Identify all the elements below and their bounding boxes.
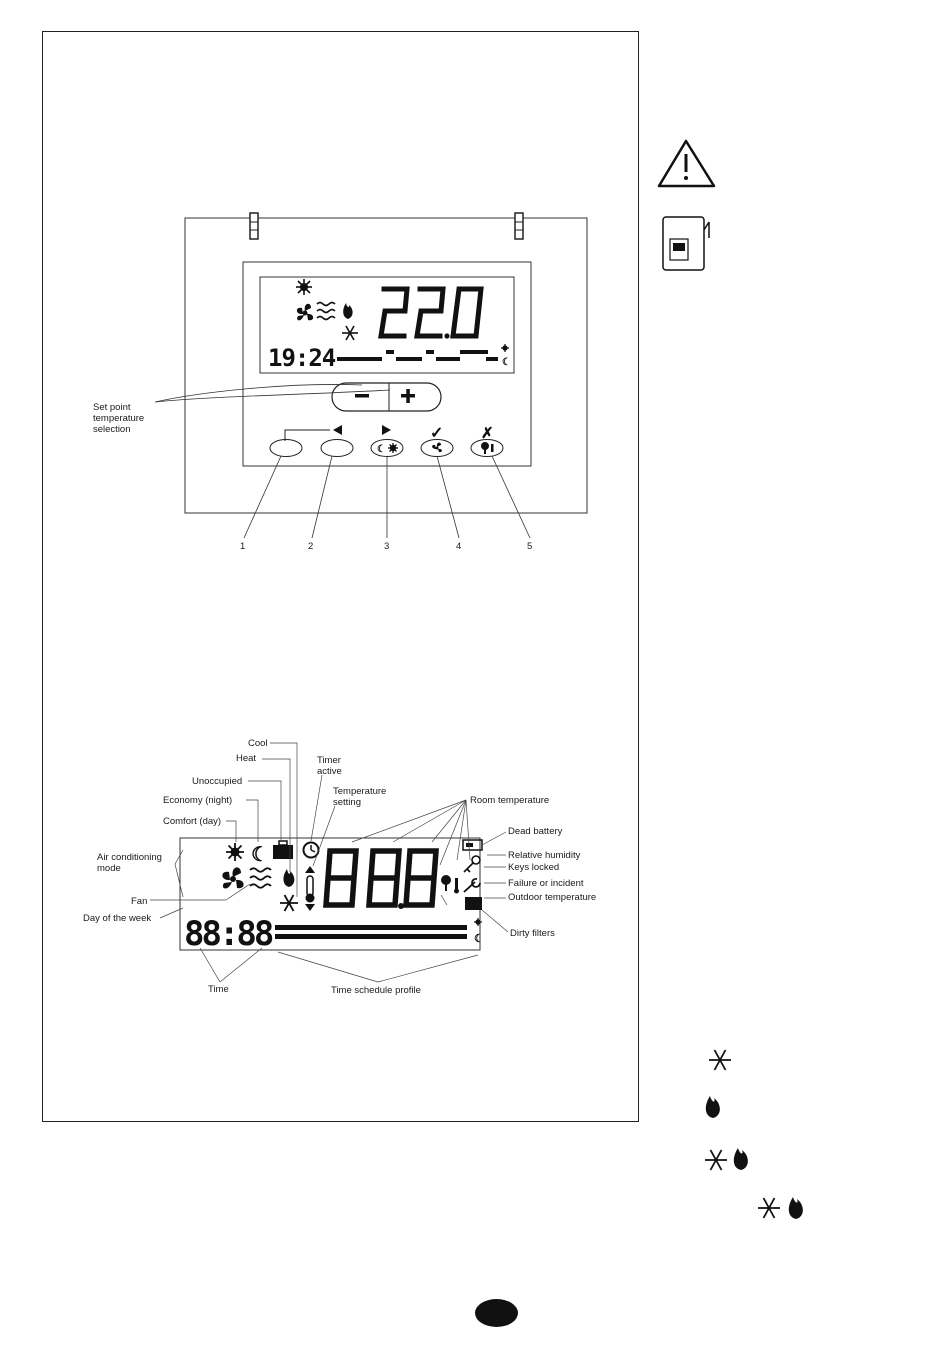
power-adapter-icon (662, 216, 710, 271)
moon-icon: ☾ (377, 444, 386, 455)
button-number-1: 1 (240, 541, 246, 552)
button-number-2: 2 (308, 541, 314, 552)
legend-schedule-profile: Time schedule profile (331, 985, 421, 996)
manual-frame (42, 31, 639, 1122)
page-number-badge (475, 1299, 518, 1327)
legend-unoccupied: Unoccupied (192, 776, 243, 787)
temperature-digits (378, 286, 484, 339)
cross-icon: ✗ (481, 425, 494, 442)
fan-icon (222, 867, 244, 889)
snowflake-icon (342, 325, 358, 341)
up-arrow-icon (305, 866, 315, 873)
dirty-filter-icon (465, 897, 482, 910)
schedule-bar (337, 350, 498, 361)
button-1[interactable] (269, 439, 303, 457)
unoccupied-suitcase-icon (273, 840, 293, 859)
thermostat-lcd (259, 276, 515, 374)
sun-small-icon (474, 918, 482, 926)
heat-flame-icon (283, 869, 295, 887)
button-number-5: 5 (527, 541, 533, 552)
warning-icon (657, 139, 716, 188)
mount-clip-right (514, 212, 524, 240)
legend-time-digits: 88:88 (184, 914, 273, 954)
legend-heat: Heat (236, 753, 257, 764)
flame-icon (343, 303, 353, 319)
plus-button[interactable] (401, 389, 415, 403)
legend-timer: Timer active (317, 755, 342, 777)
left-arrow-icon (333, 425, 342, 435)
fan-icon (296, 303, 314, 321)
outdoor-tree-icon (441, 875, 459, 894)
legend-time: Time (208, 984, 229, 995)
snowflake-icon (709, 1049, 731, 1071)
legend-room-temperature: Room temperature (470, 795, 550, 806)
sun-icon (296, 279, 312, 295)
legend-dead-battery: Dead battery (508, 826, 563, 837)
legend-dirty-filters: Dirty filters (510, 928, 555, 939)
time-display: 19:24 (268, 344, 336, 372)
airflow-icon (316, 301, 336, 321)
legend-comfort: Comfort (day) (163, 816, 222, 827)
right-arrow-icon (382, 425, 391, 435)
legend-failure: Failure or incident (508, 878, 584, 889)
legend-outdoor: Outdoor temperature (508, 892, 597, 903)
button-2[interactable] (320, 439, 354, 457)
legend-economy: Economy (night) (163, 795, 233, 806)
lcd-outline (179, 837, 481, 951)
fan-icon (432, 442, 442, 453)
setpoint-pill[interactable] (331, 382, 442, 412)
button-5[interactable] (470, 439, 504, 457)
tree-icon (481, 442, 494, 454)
button-number-4: 4 (456, 541, 462, 552)
snowflake-flame-icon (705, 1148, 748, 1171)
button-number-3: 3 (384, 541, 390, 552)
flame-icon (705, 1096, 720, 1118)
callout-setpoint-label: Set point temperature selection (93, 402, 145, 435)
comfort-sun-icon (226, 843, 244, 861)
wall-plate (184, 217, 588, 514)
check-icon: ✓ (430, 425, 443, 442)
minus-button[interactable] (355, 394, 369, 398)
legend-fan: Fan (131, 896, 148, 907)
moon-small-icon: ☾ (474, 933, 484, 945)
key-icon (463, 855, 481, 873)
legend-day-of-week: Day of the week (83, 913, 152, 924)
legend-schedule-bars (275, 925, 467, 939)
snowflake-flame-icon (758, 1197, 803, 1219)
mount-clip-left (249, 212, 259, 240)
wrench-icon (463, 878, 481, 893)
legend-cool: Cool (248, 738, 268, 749)
air-conditioning-waves-icon (249, 867, 272, 889)
thermometer-icon (305, 875, 315, 903)
legend-temperature-setting: Temperature setting (333, 786, 387, 808)
economy-moon-icon: ☾ (251, 844, 269, 866)
legend-humidity: Relative humidity (508, 850, 581, 861)
legend-temp-digits (323, 848, 439, 908)
sun-icon (388, 443, 398, 453)
legend-air-conditioning: Air conditioning mode (97, 852, 162, 874)
legend-keys-locked: Keys locked (508, 862, 560, 873)
down-arrow-icon (305, 904, 315, 911)
sun-small-icon (501, 344, 509, 352)
decimal-point (444, 333, 450, 339)
moon-icon: ☾ (502, 357, 511, 368)
cool-snowflake-icon (280, 894, 298, 912)
